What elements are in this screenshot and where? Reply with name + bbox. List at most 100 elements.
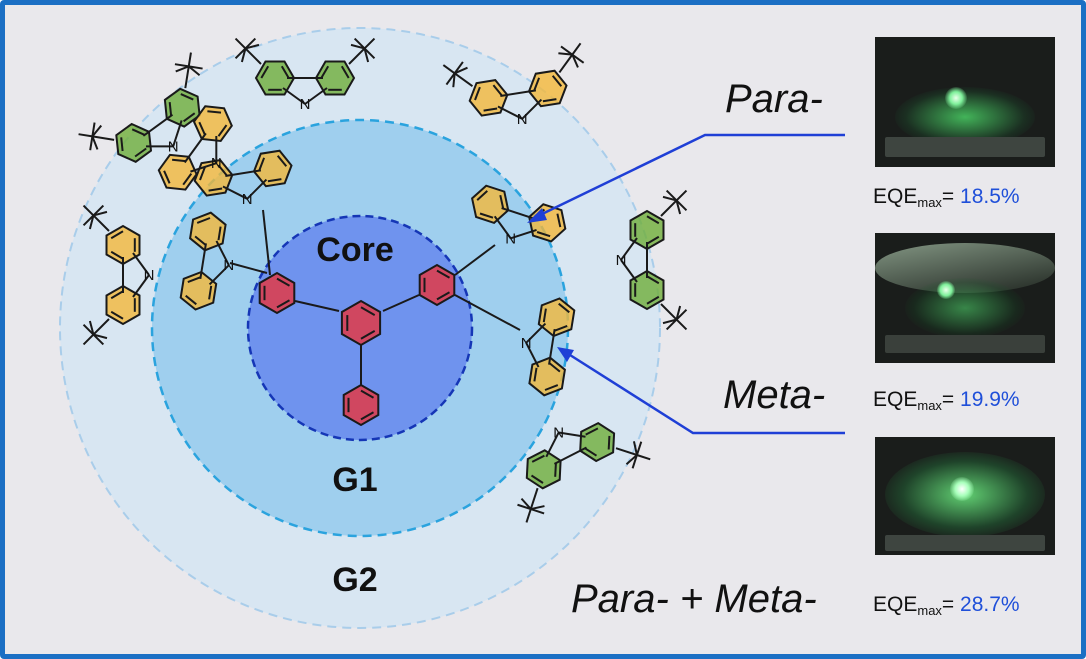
double-bond [276,299,290,309]
tert-butyl-methyl [174,63,189,68]
double-bond [168,101,173,116]
tert-butyl-methyl [632,441,638,456]
device-name-para-meta: Para- + Meta- [571,577,817,621]
nitrogen-atom-label: N [553,425,564,442]
tert-butyl-methyl [175,65,190,73]
nitrogen-atom-label: N [144,267,155,284]
eqe-value: 28.7% [960,593,1020,616]
double-bond [208,285,213,300]
tert-butyl-methyl [675,189,688,202]
double-bond [180,93,194,101]
double-bond [120,137,124,152]
pyrrole-bond [620,237,638,261]
pyrrole-bond [132,274,150,298]
tert-butyl-stem [558,54,574,74]
nitrogen-atom-label: N [300,96,311,113]
device-name-para: Para- [725,77,823,121]
tert-butyl-methyl [517,503,532,511]
double-bond [554,463,557,477]
pyrrole-bond [501,207,537,221]
pyrrole-bond [304,87,328,105]
tert-butyl-methyl [240,48,247,63]
double-bond [542,98,557,103]
pyrrole-bond [497,105,523,120]
tert-butyl-methyl [234,37,247,50]
tert-butyl-methyl [91,136,99,150]
double-bond [646,235,660,245]
eqe-para: EQEmax= 18.5% [873,185,1020,210]
eqe-value: 19.9% [960,388,1020,411]
tert-butyl-methyl [188,65,201,77]
double-bond [479,212,494,219]
double-bond [554,324,568,332]
eqe-value: 18.5% [960,185,1020,208]
tert-butyl-methyl [350,43,365,50]
pyrrole-bond [190,162,217,173]
double-bond [208,187,223,192]
tert-butyl-methyl [520,497,532,510]
tert-butyl-stem [92,318,110,336]
double-bond [476,190,488,201]
double-bond [360,306,376,316]
double-bond [533,367,538,382]
double-bond [533,77,541,91]
para-arrow [527,133,845,223]
tert-butyl-methyl [442,64,456,75]
g1-label: G1 [332,461,377,499]
tert-butyl-methyl [445,72,456,86]
pyrrole-bond [525,322,547,344]
pyrrole-bond [225,169,262,177]
double-bond [646,275,660,285]
pyrrole-bond [142,113,174,137]
pyrrole-bond [172,120,183,147]
tert-butyl-methyl [454,66,468,75]
pyrrole-bond [493,215,512,239]
double-bond [258,157,266,171]
pyrrole-bond [282,87,306,105]
tert-butyl-methyl [665,189,678,202]
tert-butyl-methyl [452,73,456,88]
double-bond [183,112,196,123]
double-bond [536,231,551,238]
pyrrole-bond [620,259,638,283]
green-oled-device-photo-icon [875,37,1055,167]
tert-butyl-methyl [187,52,192,67]
nitrogen-atom-label: N [211,155,222,172]
bond [454,294,521,331]
pyrrole-bond [553,446,587,465]
double-bond [646,215,660,225]
double-bond [360,330,376,340]
double-bond [340,65,350,79]
double-bond [585,427,599,436]
double-bond [531,454,545,463]
green-oled-device-photo-icon [875,437,1055,555]
tert-butyl-methyl [571,42,582,56]
tert-butyl-methyl [91,122,96,137]
pyrrole-bond [521,98,543,120]
double-bond [436,269,450,279]
tert-butyl-methyl [675,200,682,215]
tert-butyl-methyl [530,508,545,515]
pyrrole-bond [183,132,207,164]
tert-butyl-stem [92,214,110,232]
tert-butyl-methyl [560,45,573,56]
tert-butyl-methyl [631,454,638,469]
double-bond [267,178,282,183]
tert-butyl-methyl [635,441,643,456]
double-bond [198,121,206,136]
tert-butyl-stem [454,72,474,88]
bond [454,244,496,276]
double-bond [110,230,124,240]
eqe-para-meta: EQEmax= 28.7% [873,593,1020,618]
double-bond [276,277,290,287]
nitrogen-atom-label: N [505,230,516,247]
double-bond [217,164,228,177]
bond [382,294,420,312]
pyrrole-bond [510,228,537,240]
pyrrole-bond [199,243,207,280]
double-bond [276,155,288,167]
device-name-meta: Meta- [723,373,826,417]
green-oled-device-photo-icon [875,233,1055,363]
